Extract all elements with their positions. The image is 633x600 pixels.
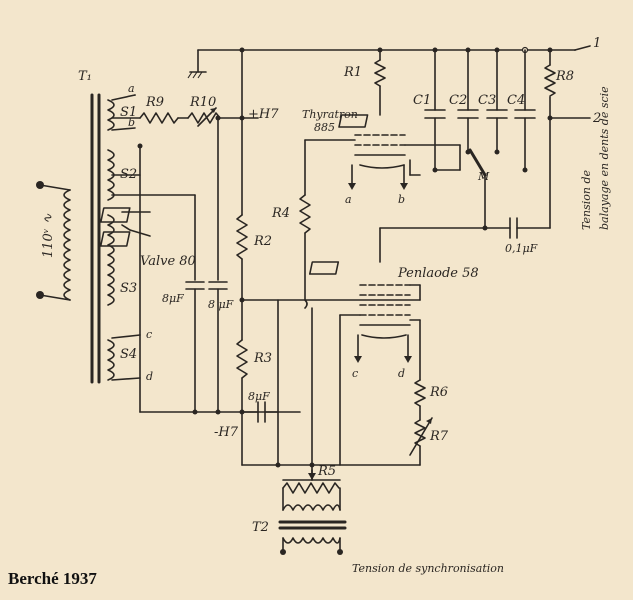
label-cap-01uf: 0,1μF (505, 242, 538, 255)
label-pentode: Penlaode 58 (397, 266, 479, 281)
label-s4: S4 (120, 347, 137, 362)
label-a-top: a (128, 82, 135, 95)
label-m: M (477, 170, 490, 183)
label-c4: C4 (507, 93, 525, 108)
label-s1: S1 (120, 105, 137, 120)
label-r9: R9 (145, 95, 164, 110)
label-r10: R10 (189, 95, 216, 110)
label-minus-ht: -H7 (214, 425, 239, 440)
label-s2: S2 (120, 167, 137, 182)
label-out-1: 1 (593, 36, 601, 51)
label-r8: R8 (555, 69, 574, 84)
credit-caption: Berché 1937 (8, 569, 97, 588)
label-t1: T₁ (78, 69, 92, 84)
label-cap-8uf-b: 8 μF (208, 298, 234, 311)
label-r7: R7 (429, 429, 449, 444)
label-out-2: 2 (592, 111, 601, 126)
label-a-mid: a (345, 193, 352, 206)
label-r4: R4 (271, 206, 290, 221)
label-cap-8uf-a: 8μF (162, 292, 184, 305)
label-mains: 110ᵛ ∿ (41, 213, 56, 258)
label-sweep-2: balayage en dents de scie (598, 86, 611, 230)
label-thyratron: Thyratron (302, 108, 358, 121)
label-plus-ht: +H7 (248, 107, 279, 122)
label-sync: Tension de synchronisation (352, 562, 504, 575)
label-b-mid: b (398, 193, 405, 206)
label-r2: R2 (253, 234, 272, 249)
label-s3: S3 (120, 281, 137, 296)
label-c-left: c (146, 328, 152, 341)
label-c1: C1 (413, 93, 431, 108)
label-r3: R3 (253, 351, 272, 366)
label-c-mid: c (352, 367, 358, 380)
label-sweep-1: Tension de (580, 170, 593, 230)
label-d-left: d (146, 370, 153, 383)
label-d-mid: d (398, 367, 405, 380)
label-valve: Valve 80 (140, 254, 196, 269)
label-c3: C3 (478, 93, 496, 108)
label-r1: R1 (343, 65, 362, 80)
label-r6: R6 (429, 385, 448, 400)
label-t2: T2 (252, 520, 269, 535)
transformer-t1 (36, 93, 115, 384)
label-thyratron-type: 885 (314, 121, 335, 134)
label-b-top: b (128, 116, 135, 129)
label-r5: R5 (317, 464, 336, 479)
label-cap-8uf-c: 8μF (248, 390, 270, 403)
label-c2: C2 (449, 93, 467, 108)
